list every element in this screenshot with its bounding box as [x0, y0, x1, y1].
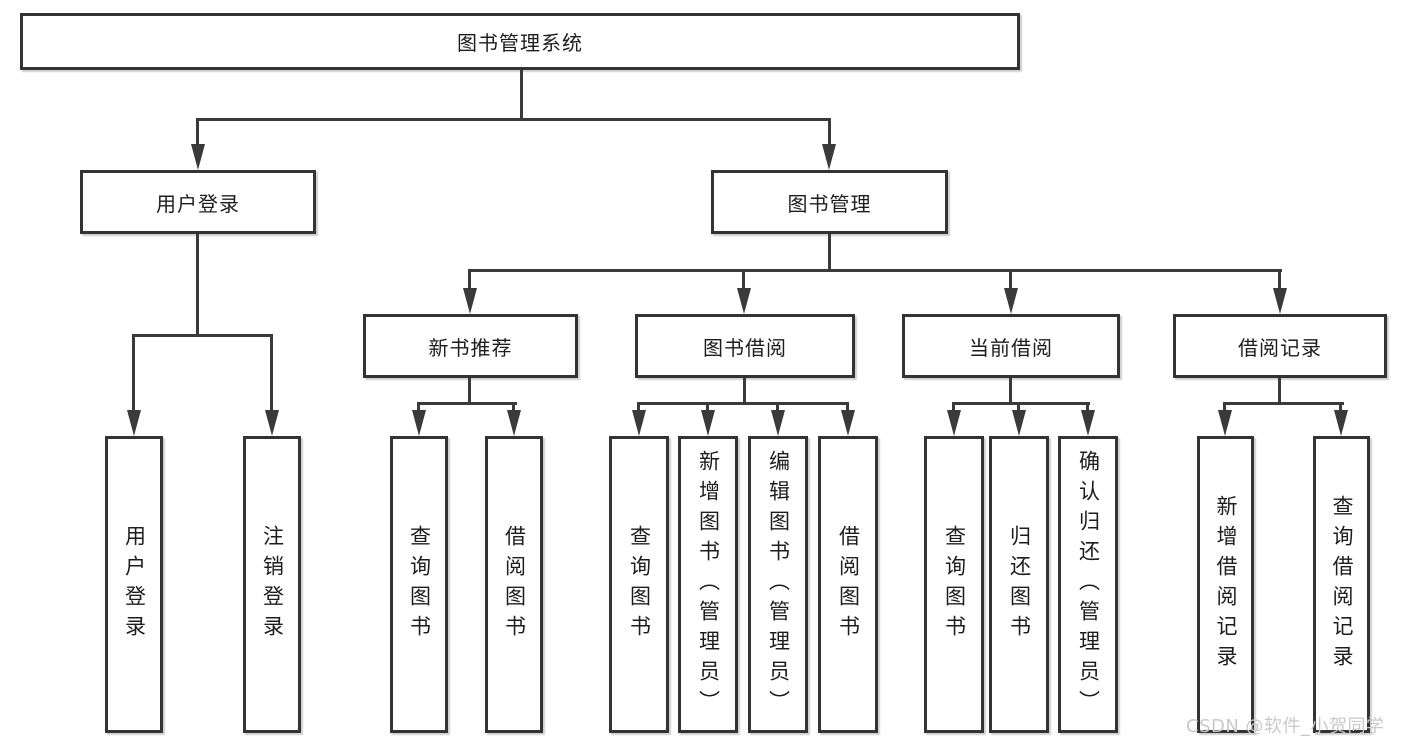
arrow-down-icon	[127, 410, 141, 436]
node-book-management: 图书管理	[711, 170, 948, 234]
arrow-down-icon	[947, 410, 961, 436]
connector-line	[417, 404, 420, 412]
connector-line	[776, 404, 779, 412]
connector-line	[468, 378, 471, 404]
connector-line	[1009, 272, 1012, 290]
leaf-borrow-book-2: 借阅图书	[818, 436, 878, 733]
arrow-down-icon	[701, 410, 715, 436]
connector-line	[952, 404, 955, 412]
connector-line	[520, 70, 523, 120]
connector-line	[1009, 378, 1012, 404]
connector-line	[828, 234, 831, 271]
arrow-down-icon	[1273, 288, 1287, 314]
arrow-down-icon	[737, 288, 751, 314]
leaf-edit-book-admin: 编辑图书（管理员）	[748, 436, 808, 733]
arrow-down-icon	[191, 144, 205, 170]
leaf-confirm-return-admin: 确认归还（管理员）	[1058, 436, 1118, 733]
connector-line	[1086, 404, 1089, 412]
connector-line	[417, 402, 517, 405]
connector-line	[1278, 272, 1281, 290]
arrow-down-icon	[632, 410, 646, 436]
connector-line	[270, 337, 273, 412]
connector-line	[952, 402, 1090, 405]
connector-line	[846, 404, 849, 412]
leaf-return-book: 归还图书	[989, 436, 1049, 733]
connector-line	[468, 269, 1282, 272]
connector-line	[742, 272, 745, 290]
connector-line	[132, 334, 273, 337]
connector-line	[828, 121, 831, 146]
csdn-watermark: CSDN @软件_小贺同学	[1186, 716, 1385, 737]
node-new-book-recommend: 新书推荐	[363, 314, 578, 378]
connector-line	[468, 272, 471, 290]
leaf-query-book-3: 查询图书	[924, 436, 984, 733]
leaf-user-login: 用户登录	[105, 436, 163, 733]
arrow-down-icon	[1012, 410, 1026, 436]
leaf-borrow-book-1: 借阅图书	[485, 436, 543, 733]
arrow-down-icon	[412, 410, 426, 436]
node-borrow-record: 借阅记录	[1173, 314, 1387, 378]
arrow-down-icon	[822, 144, 836, 170]
connector-line	[196, 118, 831, 121]
arrow-down-icon	[1081, 410, 1095, 436]
node-user-login: 用户登录	[80, 170, 316, 234]
arrow-down-icon	[265, 410, 279, 436]
arrow-down-icon	[1218, 410, 1232, 436]
connector-line	[637, 404, 640, 412]
arrow-down-icon	[771, 410, 785, 436]
node-book-borrow: 图书借阅	[635, 314, 855, 378]
leaf-logout: 注销登录	[243, 436, 301, 733]
connector-line	[1223, 404, 1226, 412]
connector-line	[196, 121, 199, 146]
connector-line	[743, 378, 746, 404]
connector-line	[1339, 404, 1342, 412]
connector-line	[706, 404, 709, 412]
arrow-down-icon	[507, 410, 521, 436]
arrow-down-icon	[1334, 410, 1348, 436]
connector-line	[196, 234, 199, 336]
node-current-borrow: 当前借阅	[902, 314, 1120, 378]
arrow-down-icon	[463, 288, 477, 314]
arrow-down-icon	[1004, 288, 1018, 314]
connector-line	[1223, 402, 1344, 405]
connector-line	[512, 404, 515, 412]
leaf-add-borrow-record: 新增借阅记录	[1197, 436, 1254, 733]
leaf-query-book-2: 查询图书	[609, 436, 669, 733]
connector-line	[1017, 404, 1020, 412]
connector-line	[132, 337, 135, 412]
arrow-down-icon	[841, 410, 855, 436]
leaf-query-book-1: 查询图书	[390, 436, 448, 733]
leaf-query-borrow-record: 查询借阅记录	[1313, 436, 1370, 733]
node-root: 图书管理系统	[20, 13, 1020, 70]
leaf-add-book-admin: 新增图书（管理员）	[678, 436, 738, 733]
connector-line	[637, 402, 849, 405]
connector-line	[1278, 378, 1281, 404]
